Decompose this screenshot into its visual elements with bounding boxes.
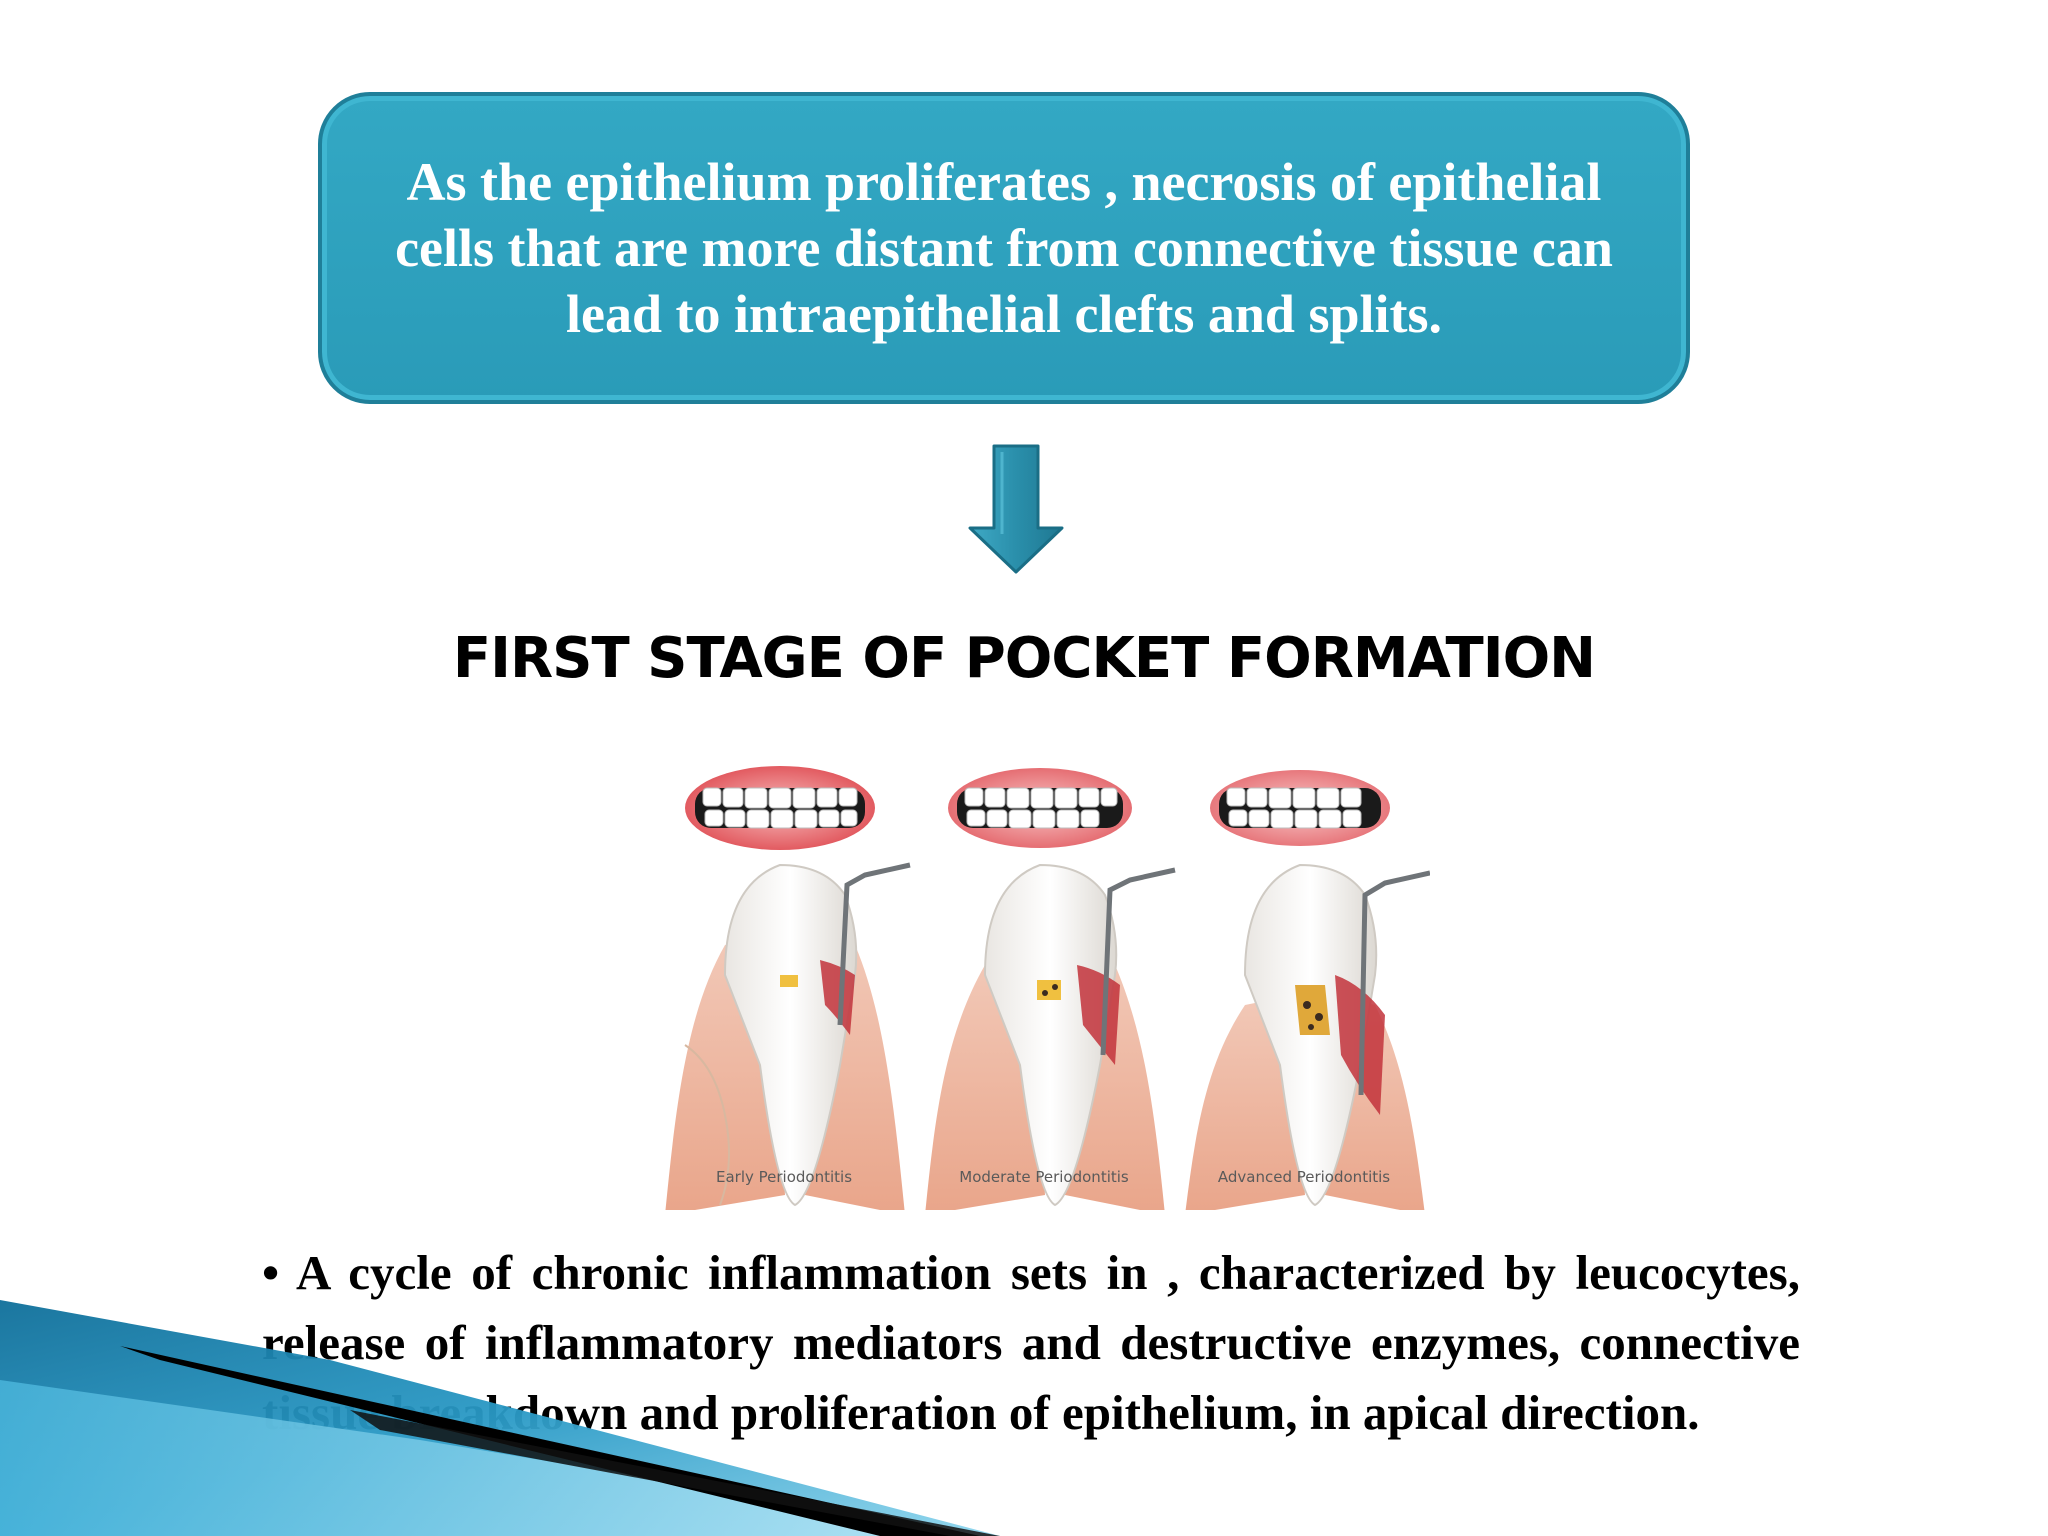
bullet-text: A cycle of chronic inflammation sets in … bbox=[262, 1245, 1800, 1440]
caption-moderate: Moderate Periodontitis bbox=[959, 1168, 1129, 1186]
periodontitis-illustration bbox=[665, 766, 1430, 1210]
bullet-marker: • bbox=[262, 1245, 280, 1300]
panel-early bbox=[665, 766, 911, 1210]
caption-advanced: Advanced Periodontitis bbox=[1217, 1168, 1391, 1186]
callout-text: As the epithelium proliferates , necrosi… bbox=[395, 152, 1613, 344]
down-arrow-icon bbox=[968, 444, 1064, 574]
panel-advanced bbox=[1185, 770, 1430, 1210]
callout-box: As the epithelium proliferates , necrosi… bbox=[318, 92, 1690, 404]
bullet-paragraph: • A cycle of chronic inflammation sets i… bbox=[262, 1238, 1800, 1448]
panel-moderate bbox=[925, 768, 1176, 1210]
caption-early: Early Periodontitis bbox=[715, 1168, 853, 1186]
section-heading: FIRST STAGE OF POCKET FORMATION bbox=[452, 626, 1596, 691]
